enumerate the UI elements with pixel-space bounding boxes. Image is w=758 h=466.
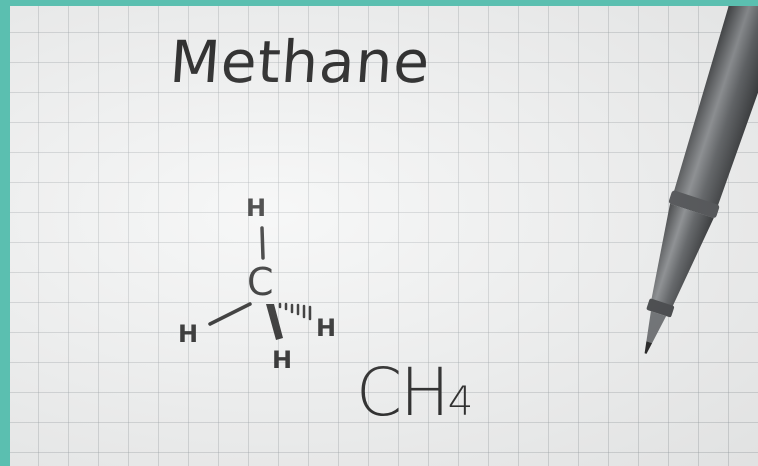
pen-icon (644, 6, 758, 354)
atom-carbon: C (247, 260, 274, 304)
bond-hashed (278, 302, 312, 321)
atom-h-bottom: H (272, 346, 293, 374)
bond-wedge (266, 304, 283, 340)
title-methane: Methane (167, 28, 433, 96)
bond-top (260, 226, 265, 260)
formula-subscript: 4 (447, 379, 474, 425)
bond-left (208, 302, 252, 326)
molecular-formula: CH4 (356, 354, 473, 431)
methane-structure (208, 226, 312, 340)
grid-paper: Methane H C H H H CH4 (10, 6, 758, 466)
atom-h-right: H (316, 314, 337, 342)
atom-h-top: H (246, 194, 267, 222)
atom-h-left: H (178, 320, 199, 348)
formula-main: CH (356, 354, 450, 431)
